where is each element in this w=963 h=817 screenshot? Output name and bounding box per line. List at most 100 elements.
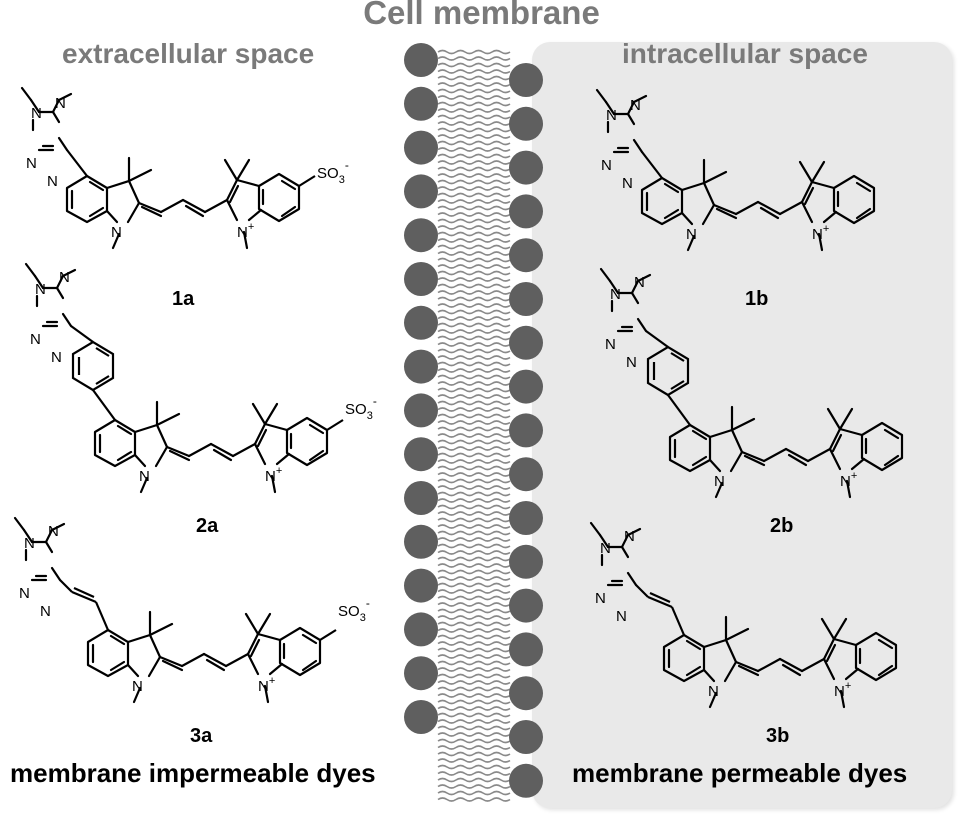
n-atom: N [51, 349, 62, 366]
lipid-tail [437, 303, 511, 308]
sub-3: 3 [339, 174, 345, 186]
lipid-head [404, 612, 438, 647]
lipid-head [509, 632, 543, 667]
lipid-head [509, 544, 543, 579]
lipid-tail [437, 108, 511, 113]
lipid-tail [437, 582, 511, 588]
lipid-tail [437, 465, 511, 471]
lipid-tail [437, 615, 511, 620]
lipid-tail [437, 751, 511, 757]
structure-1b: N N N N N N+ [595, 88, 876, 252]
lipid-tail [437, 576, 511, 581]
lipid-tail [437, 192, 511, 198]
n-plus-atom: N+ [834, 680, 851, 700]
sulfonate-group: SO3- [317, 158, 349, 186]
lipid-tail [437, 400, 511, 406]
lipid-tail [437, 82, 511, 87]
lipid-tail [437, 381, 511, 386]
lipid-tail [437, 563, 511, 568]
n-atom: N [132, 678, 143, 695]
n-atom: N [24, 535, 35, 552]
lipid-tail [437, 719, 511, 724]
compound-label-1a: 1a [172, 288, 195, 310]
lipid-tail [437, 667, 511, 672]
lipid-head [404, 262, 438, 296]
n-label: N [840, 473, 851, 490]
lipid-head [404, 174, 438, 209]
lipid-tail [437, 413, 511, 419]
lipid-tail [437, 147, 511, 152]
n-atom: N [634, 274, 645, 291]
impermeable-dyes-label: membrane impermeable dyes [10, 758, 376, 788]
lipid-tail [437, 387, 511, 393]
lipid-head [404, 43, 438, 77]
lipid-tail [437, 472, 511, 477]
n-atom: N [616, 608, 627, 625]
lipid-tail [437, 342, 511, 347]
n-atom: N [19, 585, 30, 602]
compound-label-3b: 3b [766, 725, 789, 747]
lipid-tail [437, 556, 511, 562]
compound-label-3a: 3a [190, 725, 213, 747]
lipid-tail [437, 439, 511, 445]
lipid-head [404, 437, 438, 472]
sub-3: 3 [360, 612, 366, 624]
lipid-tail [437, 686, 511, 692]
lipid-tail [437, 647, 511, 653]
n-atom: N [139, 468, 150, 485]
lipid-head [509, 325, 543, 360]
lipid-head [404, 86, 438, 121]
lipid-tail [437, 530, 511, 536]
n-label: N [265, 468, 276, 485]
n-atom: N [26, 155, 37, 172]
lipid-tail [437, 764, 511, 770]
lipid-tail [437, 186, 511, 191]
lipid-tail [437, 608, 511, 614]
structure-2a: N N N N N N+ SO3- [24, 262, 377, 494]
lipid-tail [437, 348, 511, 354]
lipid-tail [437, 238, 511, 243]
lipid-tail [437, 127, 511, 133]
lipid-tail [437, 569, 511, 575]
lipid-tail [437, 407, 511, 412]
lipid-tail [437, 524, 511, 529]
n-atom: N [610, 286, 621, 303]
n-atom: N [708, 683, 719, 700]
lipid-bilayer [404, 43, 543, 802]
lipid-tail [437, 446, 511, 451]
lipid-tail [437, 296, 511, 302]
minus-sign: - [373, 394, 377, 408]
sulfonate-group: SO3- [338, 596, 370, 624]
lipid-tail [437, 602, 511, 607]
lipid-tail [437, 88, 511, 94]
lipid-tail [437, 491, 511, 497]
so-label: SO [345, 401, 367, 418]
compound-label-2a: 2a [196, 515, 219, 537]
n-plus-atom: N+ [237, 221, 254, 241]
n-label: N [258, 678, 269, 695]
lipid-tail [437, 257, 511, 263]
n-atom: N [55, 95, 66, 112]
n-plus-atom: N+ [812, 223, 829, 243]
lipid-tail [437, 322, 511, 328]
lipid-tail [437, 361, 511, 367]
plus-sign: + [823, 223, 829, 235]
structure-1a: N N N N N N+ SO3- [20, 86, 349, 250]
lipid-tail [437, 153, 511, 159]
lipid-head [509, 720, 543, 754]
lipid-head [509, 63, 543, 97]
n-atom: N [686, 226, 697, 243]
lipid-tail [437, 498, 511, 503]
n-atom: N [47, 173, 58, 190]
lipid-tail [437, 777, 511, 783]
lipid-tail [437, 335, 511, 341]
lipid-head [509, 194, 543, 229]
lipid-tail [437, 595, 511, 601]
lipid-tail [437, 69, 511, 74]
lipid-tail [437, 673, 511, 679]
n-atom: N [606, 107, 617, 124]
n-atom: N [624, 528, 635, 545]
lipid-tail [437, 511, 511, 516]
lipid-tail [437, 426, 511, 432]
